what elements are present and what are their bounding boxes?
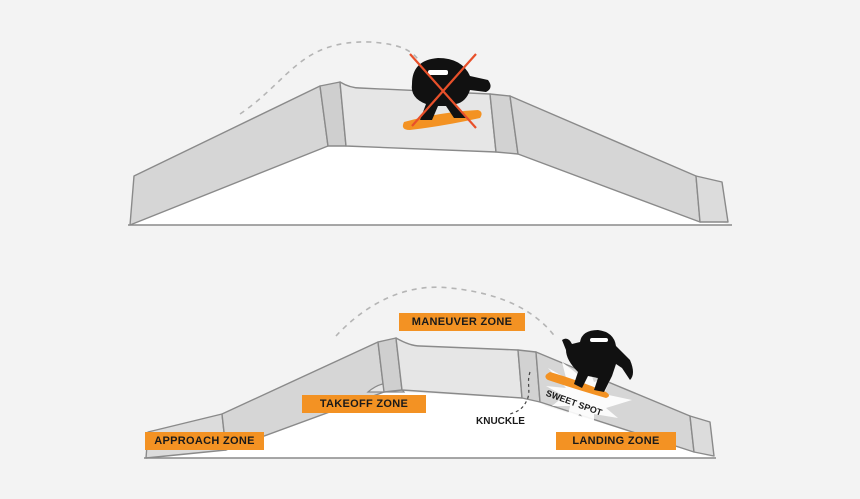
bottom-rider-eyes bbox=[590, 338, 608, 342]
approach-zone-label: APPROACH ZONE bbox=[145, 432, 264, 450]
knuckle-pointer bbox=[509, 371, 531, 415]
top-rider-eyes bbox=[428, 70, 448, 75]
maneuver-zone-label: MANEUVER ZONE bbox=[399, 313, 525, 331]
incorrect-cross-icon bbox=[409, 53, 477, 129]
bottom-trajectory bbox=[335, 286, 557, 339]
bottom-runout bbox=[689, 415, 715, 457]
top-trajectory bbox=[239, 41, 421, 115]
bottom-rider-body bbox=[562, 330, 633, 392]
takeoff-zone-label: TAKEOFF ZONE bbox=[302, 395, 426, 413]
bottom-table bbox=[395, 337, 523, 399]
top-jump bbox=[128, 41, 732, 226]
knuckle-label: KNUCKLE bbox=[476, 416, 525, 427]
top-runout bbox=[695, 175, 729, 223]
landing-zone-label: LANDING ZONE bbox=[556, 432, 676, 450]
bottom-rider bbox=[545, 330, 633, 398]
